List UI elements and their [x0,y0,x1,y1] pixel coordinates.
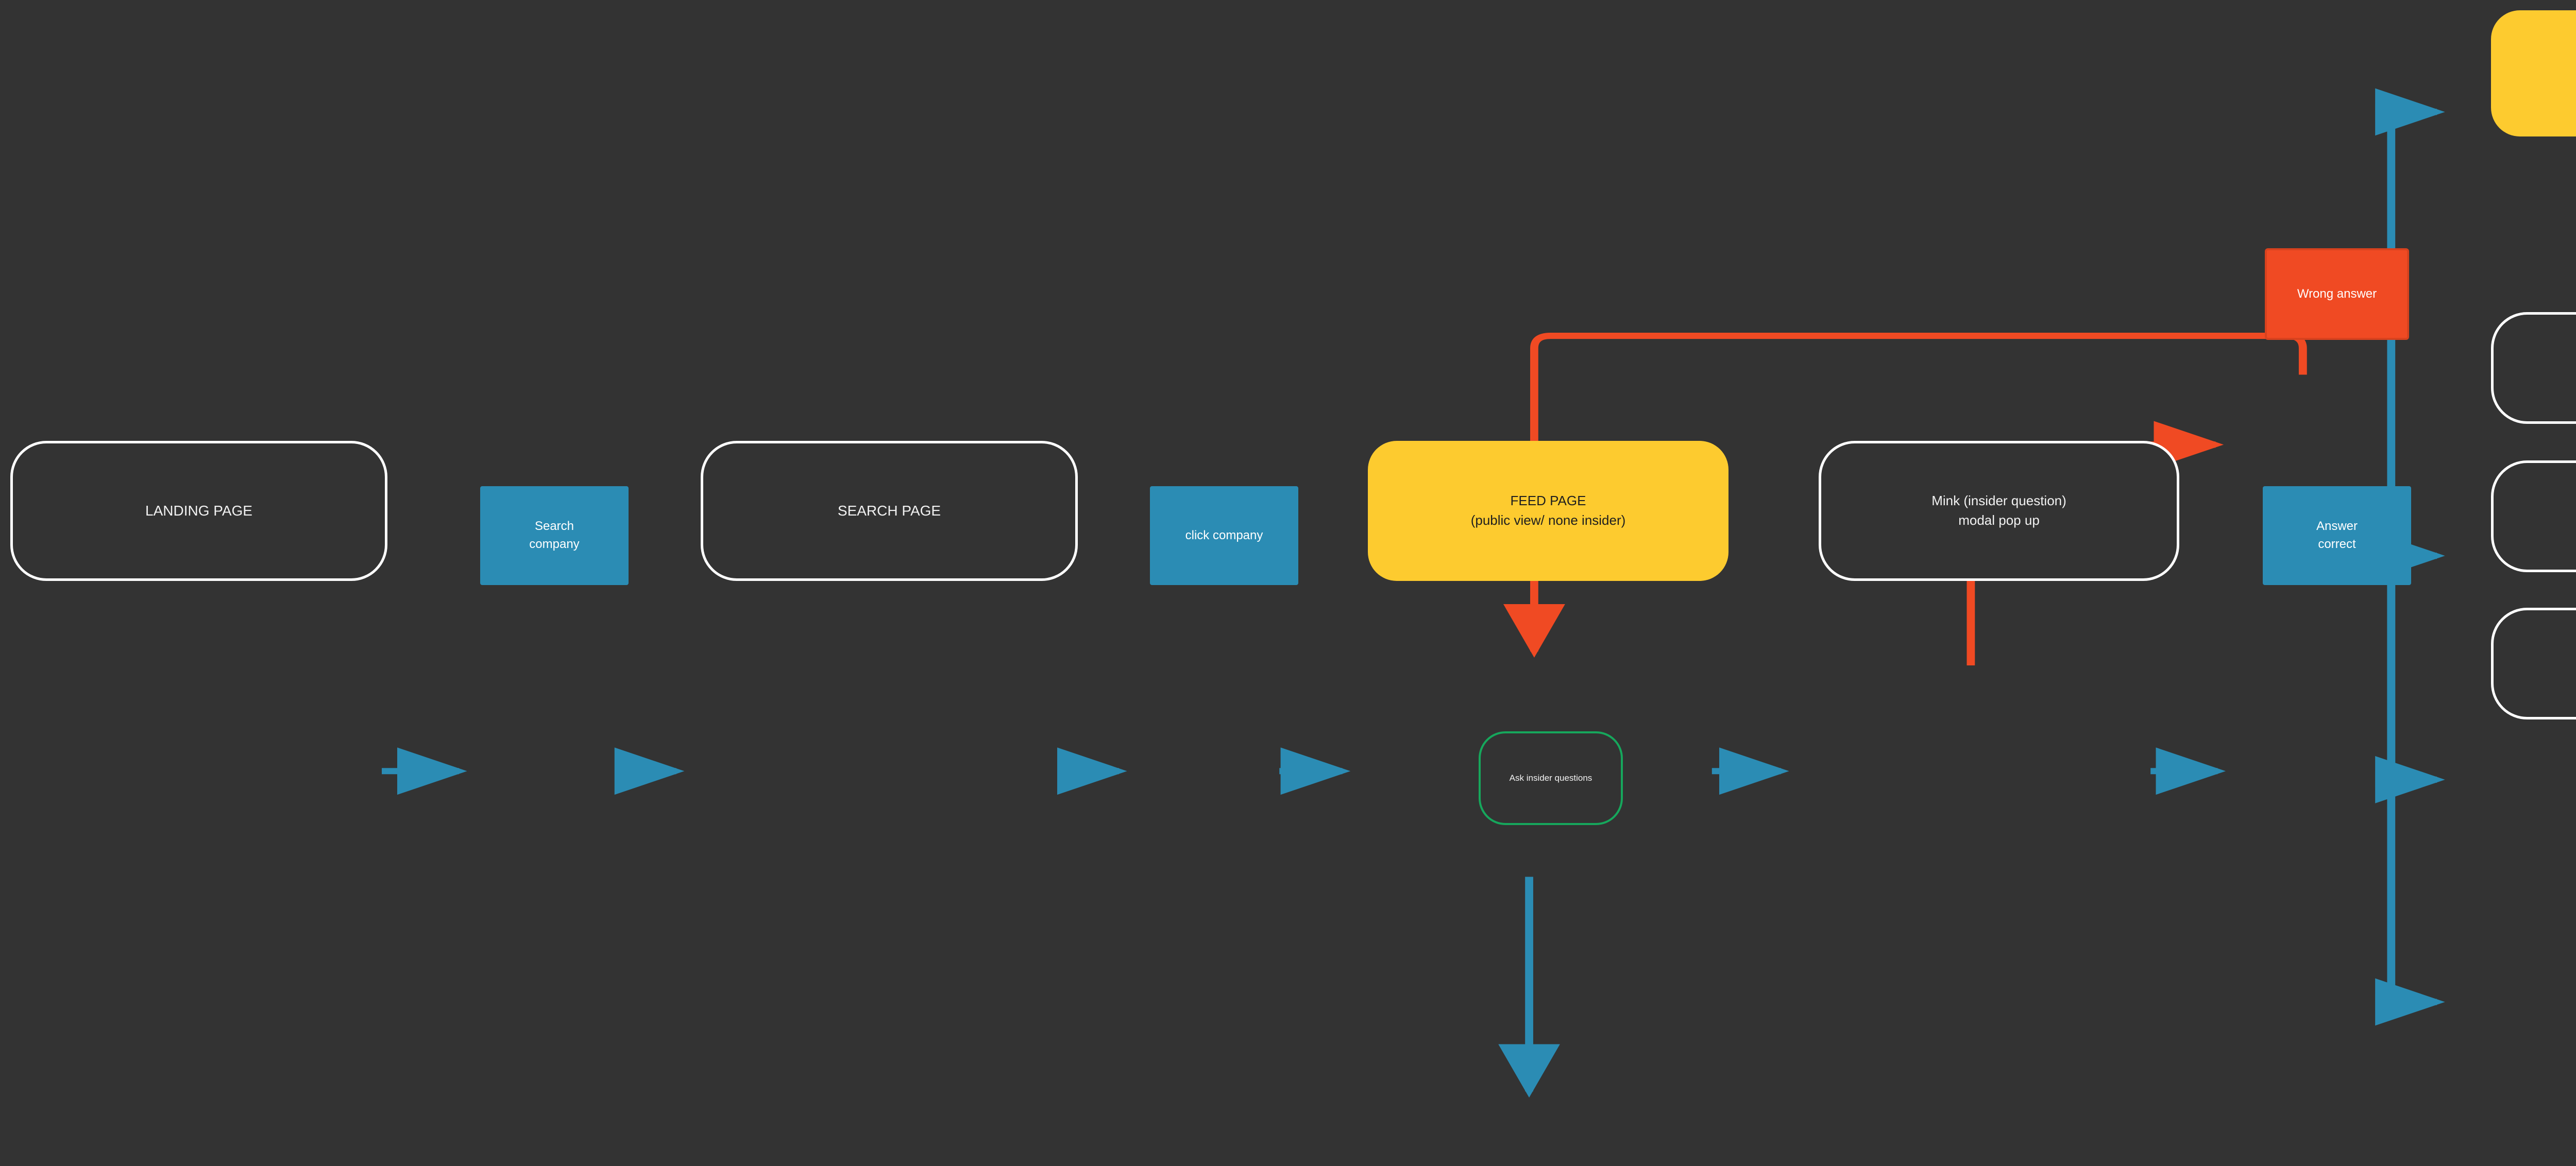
node-label-search-page: SEARCH PAGE [837,502,941,519]
node-search-company[interactable]: Search company [480,486,629,585]
node-mink-question-page[interactable]: Mink(question) page [2491,608,2576,719]
node-label-click-company: click company [1185,528,1263,542]
node-post-page[interactable]: Post page [2491,312,2576,424]
node-feed-page-insider[interactable]: Feed page (insider view) [2491,10,2576,136]
node-label-wrong-answer: Wrong answer [2297,286,2377,301]
node-mink-insider-modal[interactable]: Mink (insider question) modal pop up [1819,441,2179,581]
node-label-feed-page-public: FEED PAGE (public view/ none insider) [1470,493,1626,528]
node-feed-page-public[interactable]: FEED PAGE (public view/ none insider) [1368,441,1728,581]
edge-answer-correct-to-post-page [2375,532,2445,771]
node-label-search-company: Search company [529,519,580,551]
node-landing-page[interactable]: LANDING PAGE [10,441,387,581]
node-label-mink-insider-modal: Mink (insider question) modal pop up [1931,493,2066,528]
node-answer-correct[interactable]: Answer correct [2263,486,2411,585]
edge-answer-correct-to-rate-page [2375,756,2445,803]
node-rate-page[interactable]: Rate page (default page) [2491,460,2576,572]
node-search-page[interactable]: SEARCH PAGE [701,441,1078,581]
node-ask-insider-questions[interactable]: Ask insider questions [1479,731,1623,825]
node-label-ask-insider-questions: Ask insider questions [1509,773,1592,783]
node-wrong-answer[interactable]: Wrong answer [2265,248,2409,340]
node-label-answer-correct: Answer correct [2316,519,2358,551]
edge-answer-correct-to-mink-question-page [2375,771,2445,1026]
node-label-landing-page: LANDING PAGE [145,502,252,519]
node-click-company[interactable]: click company [1150,486,1298,585]
edge-answer-correct-to-feed-page-insider [2375,88,2445,771]
